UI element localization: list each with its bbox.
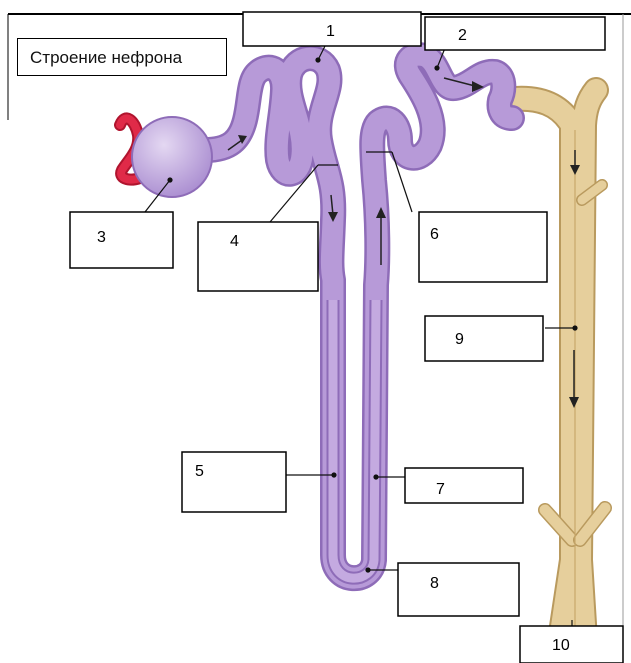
label-box-8 [398,563,519,616]
label-5: 5 [195,463,204,480]
label-box-2 [425,17,605,50]
label-box-3 [70,212,173,268]
label-box-4 [198,222,318,291]
title-box: Строение нефрона [17,38,227,76]
label-3: 3 [97,229,106,246]
label-box-5 [182,452,286,512]
label-2: 2 [458,27,467,44]
label-8: 8 [430,575,439,592]
label-box-9 [425,316,543,361]
label-4: 4 [230,233,239,250]
label-box-7 [405,468,523,503]
label-6: 6 [430,226,439,243]
label-7: 7 [436,481,445,498]
label-box-6 [419,212,547,282]
diagram-title: Строение нефрона [30,48,182,68]
label-box-10 [520,626,623,663]
label-10: 10 [552,637,570,654]
collecting-duct [505,90,605,640]
label-1: 1 [326,23,335,40]
label-9: 9 [455,331,464,348]
